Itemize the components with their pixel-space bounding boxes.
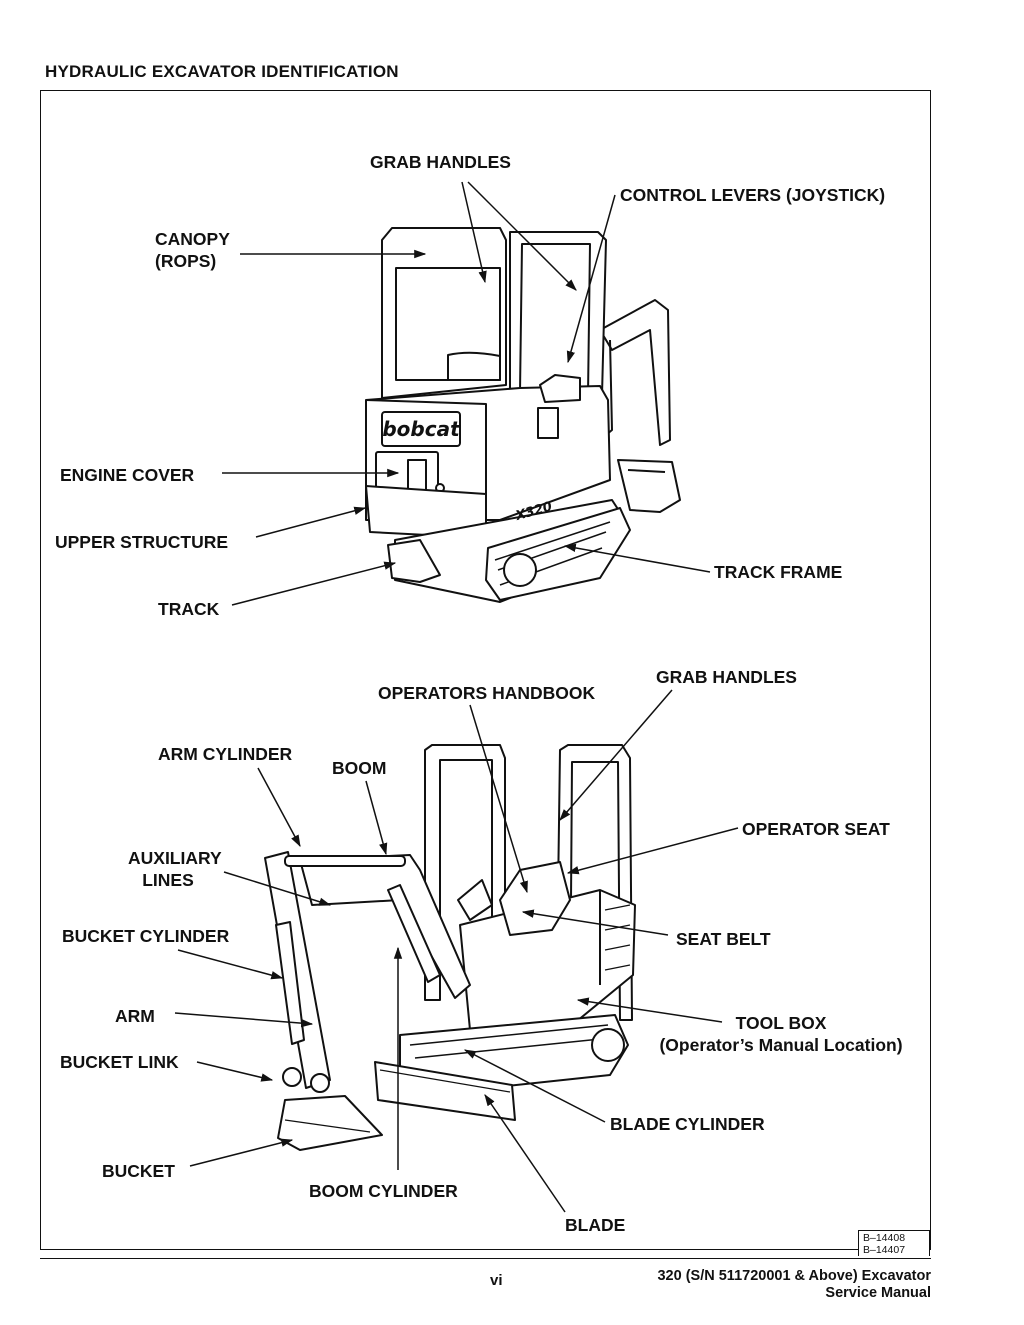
label-auxiliary-lines-line1: AUXILIARY <box>128 848 222 868</box>
leader-blade-cylinder <box>463 1049 606 1123</box>
leader-track <box>231 561 397 606</box>
bobcat-decal: bobcat <box>382 417 461 441</box>
label-control-levers: CONTROL LEVERS (JOYSTICK) <box>620 185 886 205</box>
label-tool-box: TOOL BOX (Operator’s Manual Location) <box>640 1012 922 1056</box>
label-bucket-cylinder: BUCKET CYLINDER <box>62 926 230 946</box>
label-bucket-link: BUCKET LINK <box>60 1052 179 1072</box>
leader-arm <box>174 1012 314 1028</box>
label-auxiliary-lines-line2: LINES <box>142 870 194 890</box>
label-canopy: CANOPY (ROPS) <box>155 228 230 272</box>
footer-title-line2: Service Manual <box>825 1285 931 1301</box>
page-heading: HYDRAULIC EXCAVATOR IDENTIFICATION <box>45 62 399 81</box>
figure-id-box: B–14408 B–14407 <box>858 1230 930 1256</box>
leader-seat-belt <box>521 909 669 936</box>
label-bucket: BUCKET <box>102 1161 175 1181</box>
label-grab-handles-front: GRAB HANDLES <box>656 667 797 687</box>
footer-rule <box>40 1258 931 1259</box>
leader-arm-cylinder <box>257 767 301 848</box>
leader-operator-seat <box>566 827 739 875</box>
leader-grab-handles-front <box>559 689 673 821</box>
label-engine-cover: ENGINE COVER <box>60 465 195 485</box>
label-grab-handles-rear: GRAB HANDLES <box>370 152 511 172</box>
leader-upper-structure <box>255 506 367 538</box>
leader-bucket-cylinder <box>177 949 284 980</box>
label-track-frame: TRACK FRAME <box>714 562 843 582</box>
label-seat-belt: SEAT BELT <box>676 929 771 949</box>
page-number: vi <box>490 1272 503 1289</box>
leader-operators-handbook <box>469 704 528 894</box>
label-blade-cylinder: BLADE CYLINDER <box>610 1114 765 1134</box>
front-view-excavator <box>264 744 636 1151</box>
leader-blade <box>484 1094 566 1213</box>
footer-title-line1: 320 (S/N 511720001 & Above) Excavator <box>657 1268 931 1284</box>
label-canopy-line1: CANOPY <box>155 229 230 249</box>
leader-tool-box <box>576 997 723 1023</box>
leader-boom <box>365 780 388 856</box>
label-boom-cylinder: BOOM CYLINDER <box>309 1181 458 1201</box>
leader-bucket <box>189 1138 294 1167</box>
leader-auxiliary-lines <box>223 871 332 906</box>
label-upper-structure: UPPER STRUCTURE <box>55 532 229 552</box>
figure-id-1: B–14408 <box>863 1232 906 1244</box>
label-operator-seat: OPERATOR SEAT <box>742 819 890 839</box>
label-canopy-line2: (ROPS) <box>155 251 217 271</box>
label-tool-box-line1: TOOL BOX <box>735 1013 827 1033</box>
label-track: TRACK <box>158 599 220 619</box>
leader-grab-handles-a <box>461 181 487 284</box>
label-boom: BOOM <box>332 758 387 778</box>
label-blade: BLADE <box>565 1215 626 1235</box>
label-auxiliary-lines: AUXILIARY LINES <box>128 847 222 891</box>
label-arm-cylinder: ARM CYLINDER <box>158 744 293 764</box>
leader-grab-handles-b <box>467 181 577 291</box>
leader-bucket-link <box>196 1061 274 1082</box>
footer-title: 320 (S/N 511720001 & Above) Excavator Se… <box>657 1268 931 1302</box>
label-operators-handbook: OPERATORS HANDBOOK <box>378 683 596 703</box>
leader-track-frame <box>563 543 711 573</box>
leader-control-levers <box>566 194 616 364</box>
label-tool-box-line2: (Operator’s Manual Location) <box>659 1035 903 1055</box>
figure-frame <box>40 90 931 1250</box>
figure-id-2: B–14407 <box>863 1244 906 1256</box>
rear-view-excavator <box>365 227 681 603</box>
label-arm: ARM <box>115 1006 155 1026</box>
